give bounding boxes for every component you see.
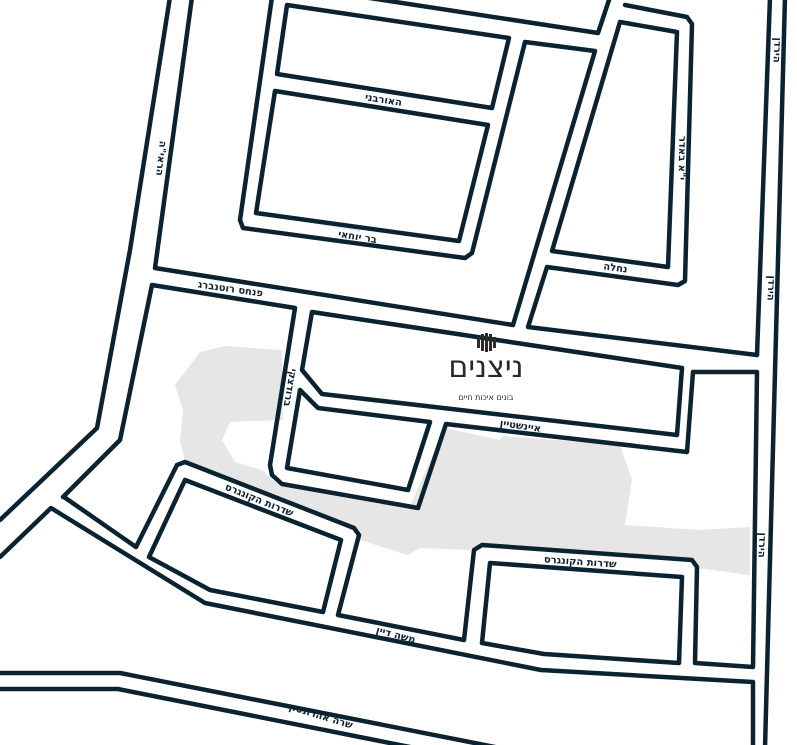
sara-aharonson-south-edge xyxy=(0,686,412,745)
street-label-sderot-hakongres: שדרות הקונגרס xyxy=(544,554,618,570)
building-cluster-icon xyxy=(477,333,496,352)
street-label-hayarden: הירדן xyxy=(765,275,777,301)
block-kongres-east xyxy=(479,560,685,666)
park-area xyxy=(175,346,750,575)
block-nachala xyxy=(549,19,680,270)
nitzanim-logo: ניצנים בונים איכות חיים xyxy=(448,333,524,402)
pinchas-rutenberg-north-edge xyxy=(152,0,598,328)
block-brodetsky xyxy=(284,387,433,493)
street-label-harayah: הראי"ה xyxy=(153,140,168,176)
street-label-hayarden: הירדן xyxy=(756,532,768,558)
street-label-hayarden: הירדן xyxy=(771,37,783,63)
block-bar-yochai xyxy=(253,88,491,244)
lower-left-block-edge xyxy=(60,282,760,670)
logo-tagline: בונים איכות חיים xyxy=(458,393,513,402)
block-kongres-west xyxy=(146,477,344,615)
logo-name: ניצנים xyxy=(448,350,523,385)
yud-alef-badar-east-edge xyxy=(525,2,760,358)
harayah-west-edge xyxy=(0,0,172,523)
block-logo xyxy=(299,309,685,438)
hayarden-east-edge xyxy=(762,0,788,745)
sara-aharonson-north-edge xyxy=(0,670,497,745)
block-haorvani-north xyxy=(274,2,512,111)
top-block-edge xyxy=(367,0,612,36)
moshe-dayan-south-edge xyxy=(0,505,756,745)
street-label-yud-alef-badar: י"א באדר xyxy=(676,136,688,180)
hayarden-west-edge xyxy=(754,0,773,358)
street-label-nachala: נחלה xyxy=(603,261,629,275)
